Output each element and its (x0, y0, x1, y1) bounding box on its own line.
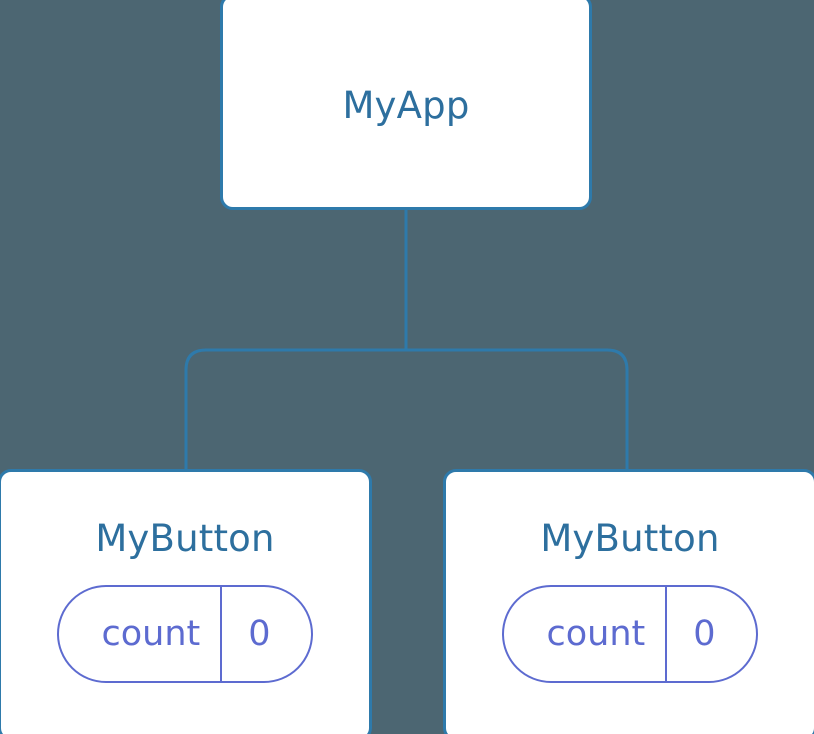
component-node-child-0[interactable]: MyButton count 0 (0, 469, 372, 734)
component-node-child-1[interactable]: MyButton count 0 (443, 469, 814, 734)
state-pill[interactable]: count 0 (57, 585, 313, 683)
edge-bracket-to-children (184, 348, 629, 471)
state-pill[interactable]: count 0 (502, 585, 758, 683)
component-node-root[interactable]: MyApp (220, 0, 592, 210)
component-node-label: MyApp (342, 83, 470, 127)
component-node-label: MyButton (540, 517, 720, 560)
state-key: count (546, 613, 646, 654)
state-divider (220, 587, 223, 681)
state-value: 0 (693, 613, 716, 654)
component-node-label: MyButton (95, 517, 275, 560)
state-divider (665, 587, 668, 681)
state-key: count (101, 613, 201, 654)
state-value: 0 (248, 613, 271, 654)
